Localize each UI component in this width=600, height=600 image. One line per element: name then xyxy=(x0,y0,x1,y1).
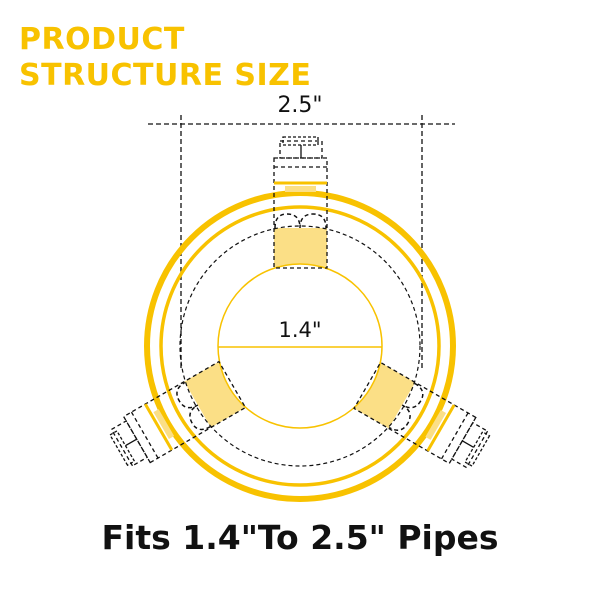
outer-dimension-label: 2.5" xyxy=(277,93,323,118)
dashed-circle xyxy=(179,225,421,467)
title-line-1: PRODUCT xyxy=(19,22,185,57)
inner-dimension-label: 1.4" xyxy=(278,318,322,342)
screw-right xyxy=(353,361,491,469)
jaw-top xyxy=(274,228,327,270)
caption: Fits 1.4"To 2.5" Pipes xyxy=(101,518,499,557)
screw-top xyxy=(273,136,328,269)
title-line-2: STRUCTURE SIZE xyxy=(19,58,312,93)
jaw-left xyxy=(184,360,248,428)
screw-left xyxy=(109,360,247,467)
page-title: PRODUCT STRUCTURE SIZE xyxy=(19,22,311,94)
jaw-right xyxy=(352,361,416,429)
pipe-circle-1-4 xyxy=(217,263,383,429)
outer-ring xyxy=(144,190,456,502)
inner-ring xyxy=(159,205,441,487)
